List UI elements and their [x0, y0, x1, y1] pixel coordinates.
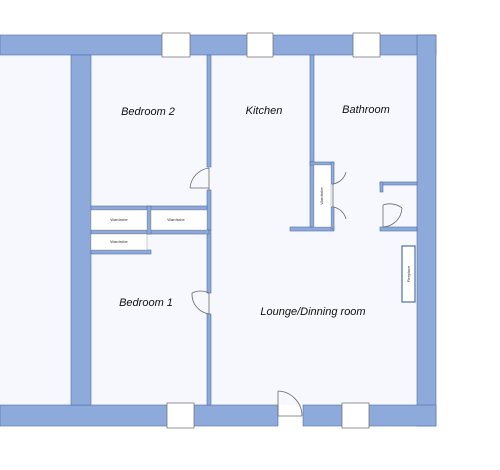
fireplace	[401, 245, 416, 303]
wall-wardrobe-divider	[146, 205, 152, 235]
door-entrance	[277, 390, 303, 417]
window-top-3	[352, 32, 381, 58]
bottom-wall-left	[0, 404, 279, 427]
wardrobes	[90, 164, 332, 251]
wardrobe-lower	[90, 233, 148, 251]
wall-bathroom-bottom-right	[379, 226, 418, 232]
wall-bathroom-bottom-left	[289, 226, 335, 232]
wall-bedroom1-lounge-lower	[206, 313, 212, 406]
wall-bedroom2-kitchen-lower	[206, 189, 212, 231]
wall-bedroom2-kitchen-upper	[206, 54, 212, 168]
room-label-bedroom1: Bedroom 1	[119, 297, 173, 309]
wall-kitchen-bathroom	[309, 54, 315, 163]
room-label-bedroom2: Bedroom 2	[121, 106, 175, 118]
doors	[189, 167, 403, 417]
left-partition-wall	[70, 54, 92, 406]
bottom-wall-right	[302, 404, 437, 427]
wall-bathroom-door-jamb-top	[379, 181, 418, 186]
label-wardrobe-bathroom: Wardrobe	[319, 187, 324, 205]
wall-wardrobe-right-lower	[330, 206, 335, 230]
wardrobe-top-left	[90, 209, 148, 231]
label-wardrobe-top-left: Wardrobe	[110, 217, 128, 222]
window-bottom-2	[341, 402, 370, 429]
wardrobe-dashes	[95, 207, 205, 253]
outer-walls	[0, 34, 437, 427]
windows	[161, 32, 381, 429]
window-top-1	[161, 32, 191, 58]
wall-bathroom-door-jamb	[379, 181, 384, 193]
door-wardrobe-bathroom	[332, 171, 347, 220]
door-bathroom	[382, 203, 403, 228]
wardrobe-top-right	[150, 209, 208, 231]
label-fireplace: Fireplace	[406, 265, 411, 282]
wall-wardrobe-right-upper	[330, 161, 335, 185]
label-wardrobe-top-right: Wardrobe	[167, 217, 185, 222]
room-label-lounge: Lounge/Dinning room	[260, 306, 365, 318]
window-top-2	[246, 32, 274, 58]
door-bedroom1	[191, 290, 210, 315]
wardrobe-bathroom	[313, 164, 332, 228]
label-wardrobe-lower: Wardrobe	[110, 239, 128, 244]
wall-bedroom1-lounge-upper	[206, 229, 212, 294]
right-wall	[416, 34, 437, 427]
door-bedroom2	[189, 167, 210, 190]
window-bottom-1	[166, 402, 195, 429]
wall-wardrobe-top	[309, 161, 335, 166]
wall-wardrobe-left	[309, 161, 315, 228]
room-label-bathroom: Bathroom	[342, 104, 390, 116]
room-label-kitchen: Kitchen	[246, 105, 283, 117]
